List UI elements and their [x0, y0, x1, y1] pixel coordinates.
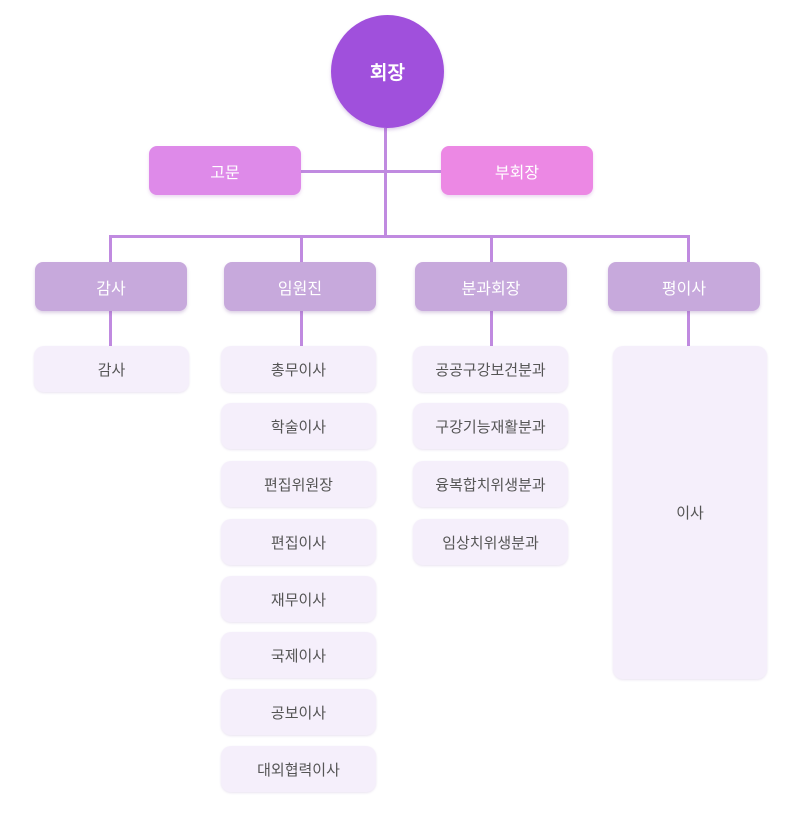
directors-head: 평이사	[608, 262, 760, 311]
connector-executives-items	[300, 311, 303, 347]
executive-item: 학술이사	[221, 403, 376, 449]
connector-horizontal-bar	[109, 235, 690, 238]
connector-drop-executives	[300, 235, 303, 263]
executive-item: 편집이사	[221, 519, 376, 565]
executive-item: 총무이사	[221, 346, 376, 392]
executive-item: 편집위원장	[221, 461, 376, 507]
division-item: 융복합치위생분과	[413, 461, 568, 507]
executive-item: 대외협력이사	[221, 746, 376, 792]
executive-item: 국제이사	[221, 632, 376, 678]
divisions-head: 분과회장	[415, 262, 567, 311]
executive-item: 공보이사	[221, 689, 376, 735]
connector-drop-audit	[109, 235, 112, 263]
division-item: 공공구강보건분과	[413, 346, 568, 392]
connector-advisor-vice	[300, 170, 442, 173]
connector-drop-directors	[687, 235, 690, 263]
advisor-node: 고문	[149, 146, 301, 195]
president-node: 회장	[331, 15, 444, 128]
connector-divisions-items	[490, 311, 493, 347]
division-item: 구강기능재활분과	[413, 403, 568, 449]
connector-trunk	[384, 128, 387, 236]
director-item: 이사	[613, 346, 767, 679]
connector-audit-items	[109, 311, 112, 347]
audit-head: 감사	[35, 262, 187, 311]
connector-directors-items	[687, 311, 690, 347]
vice-president-node: 부회장	[441, 146, 593, 195]
executive-item: 재무이사	[221, 576, 376, 622]
connector-drop-divisions	[490, 235, 493, 263]
division-item: 임상치위생분과	[413, 519, 568, 565]
audit-item: 감사	[34, 346, 189, 392]
executives-head: 임원진	[224, 262, 376, 311]
